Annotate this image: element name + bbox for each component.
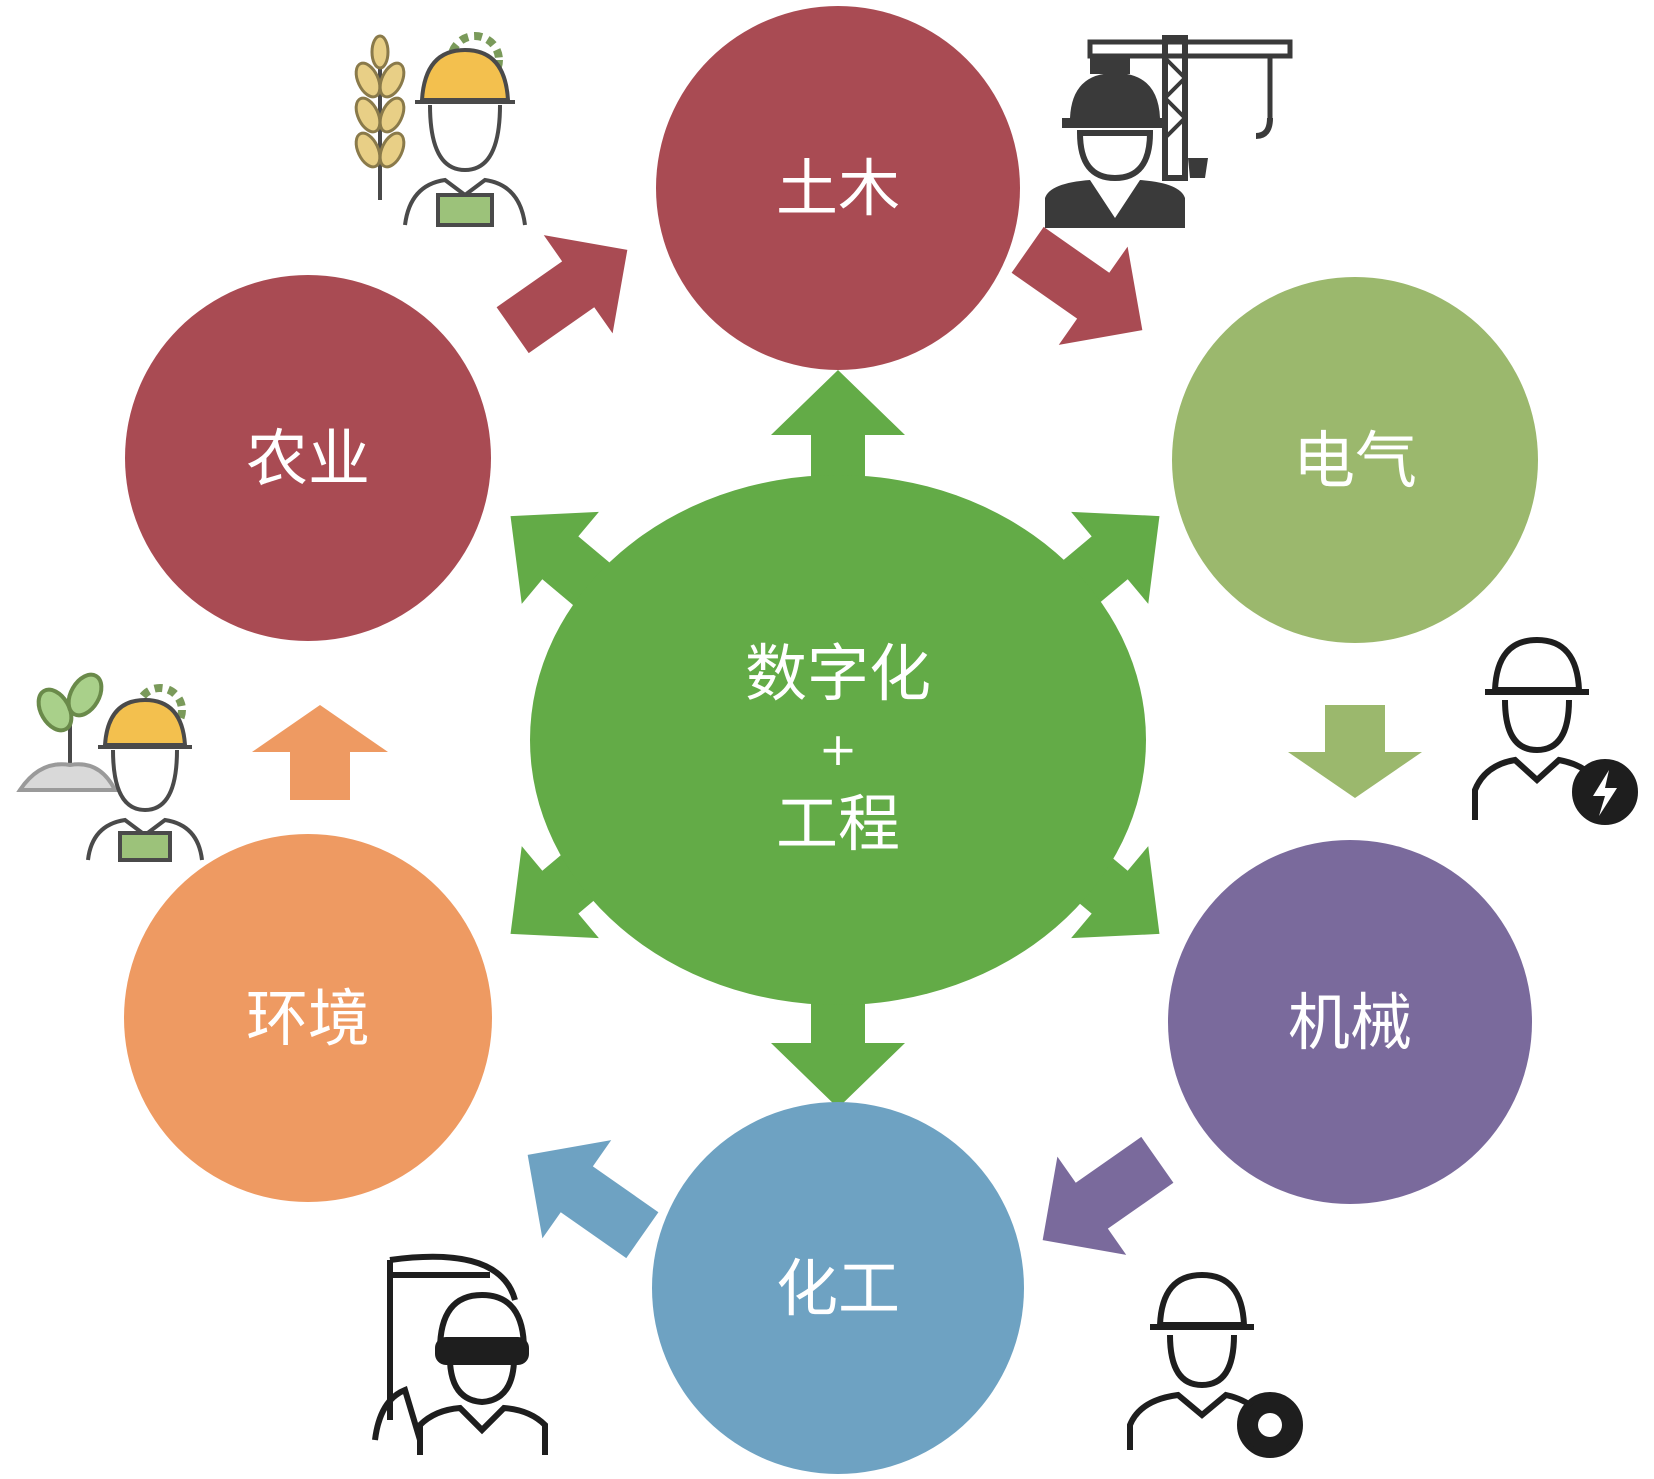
electrician-icon [1472,636,1638,825]
node-environment-circle [124,834,492,1202]
cycle-arrow-mechanical-to-chemical [1042,1136,1174,1255]
node-chemical-label: 化工 [776,1252,900,1325]
spoke-arrow-up [771,370,905,520]
node-civil-label: 土木 [776,152,900,225]
node-civil: 土木 [656,6,1020,370]
node-mechanical-circle [1168,840,1532,1204]
node-mechanical-label: 机械 [1288,986,1412,1059]
node-electrical-circle [1172,277,1538,643]
cycle-arrow-electrical-to-mechanical [1288,705,1422,798]
node-environment-label: 环境 [246,982,370,1055]
node-agriculture-circle [125,275,491,641]
construction-worker-crane-icon [1045,35,1293,228]
center-label-line1: 数字化 [745,637,931,710]
cycle-arrows [252,226,1422,1259]
node-chemical-circle [652,1102,1024,1474]
node-electrical: 电气 [1172,277,1538,643]
node-electrical-label: 电气 [1293,424,1417,497]
cycle-arrow-agriculture-to-civil [496,235,628,354]
center-label-line2: + [819,722,858,776]
nodes: 土木 电气 机械 化工 环境 农业 [124,6,1538,1474]
cycle-arrow-environment-to-agriculture [252,705,388,800]
cycle-arrow-chemical-to-environment [527,1140,659,1259]
center-ellipse [530,475,1146,1005]
node-environment: 环境 [124,834,492,1202]
node-chemical: 化工 [652,1102,1024,1474]
chemist-icon [372,1253,548,1455]
node-mechanical: 机械 [1168,840,1532,1204]
spoke-arrow-down [771,958,905,1108]
environment-worker-icon [16,672,204,862]
center-label-line3: 工程 [776,787,900,860]
node-agriculture: 农业 [125,275,491,641]
node-agriculture-label: 农业 [246,422,370,495]
farmer-wheat-icon [354,32,527,227]
mechanic-gear-icon [1127,1271,1303,1458]
node-civil-circle [656,6,1020,370]
cycle-arrow-civil-to-electrical [1011,226,1143,345]
